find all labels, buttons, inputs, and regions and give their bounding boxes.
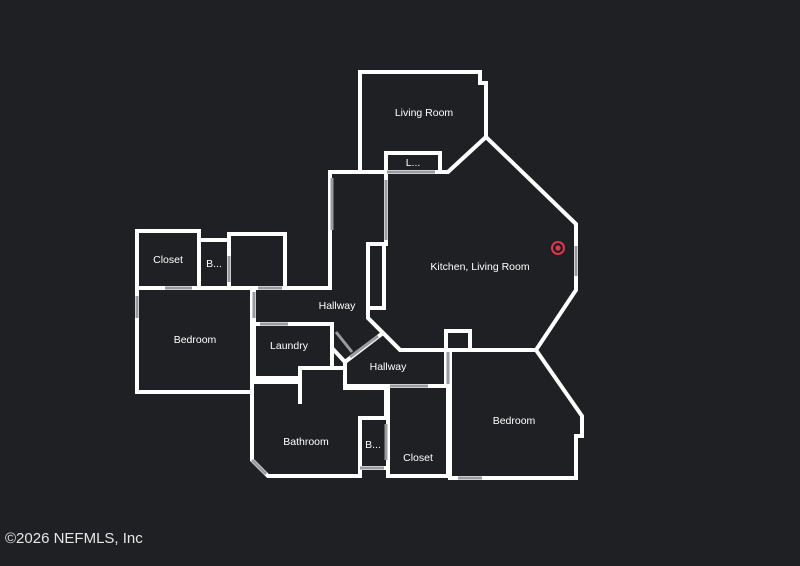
label-hallway-upper: Hallway bbox=[319, 300, 357, 312]
label-hallway-lower: Hallway bbox=[370, 361, 408, 373]
location-target-icon[interactable] bbox=[551, 241, 565, 255]
label-closet-left: Closet bbox=[153, 254, 183, 266]
room-storage-left[interactable] bbox=[227, 232, 287, 290]
label-kitchen-living: Kitchen, Living Room bbox=[430, 261, 529, 273]
label-l-small: L... bbox=[406, 157, 421, 169]
label-b-bottom: B... bbox=[365, 439, 381, 451]
label-closet-bottom: Closet bbox=[403, 452, 433, 464]
label-laundry: Laundry bbox=[270, 340, 309, 352]
label-bedroom-right: Bedroom bbox=[493, 415, 536, 427]
room-bedroom-left[interactable] bbox=[135, 286, 254, 394]
label-b-left: B... bbox=[206, 258, 222, 270]
label-living-room: Living Room bbox=[395, 107, 454, 119]
kitchen-column bbox=[366, 242, 386, 310]
door-openings bbox=[135, 170, 578, 480]
label-bathroom: Bathroom bbox=[283, 436, 329, 448]
label-bedroom-left: Bedroom bbox=[174, 334, 217, 346]
kitchen-pillar bbox=[444, 329, 472, 352]
copyright-text: ©2026 NEFMLS, Inc bbox=[5, 530, 143, 547]
